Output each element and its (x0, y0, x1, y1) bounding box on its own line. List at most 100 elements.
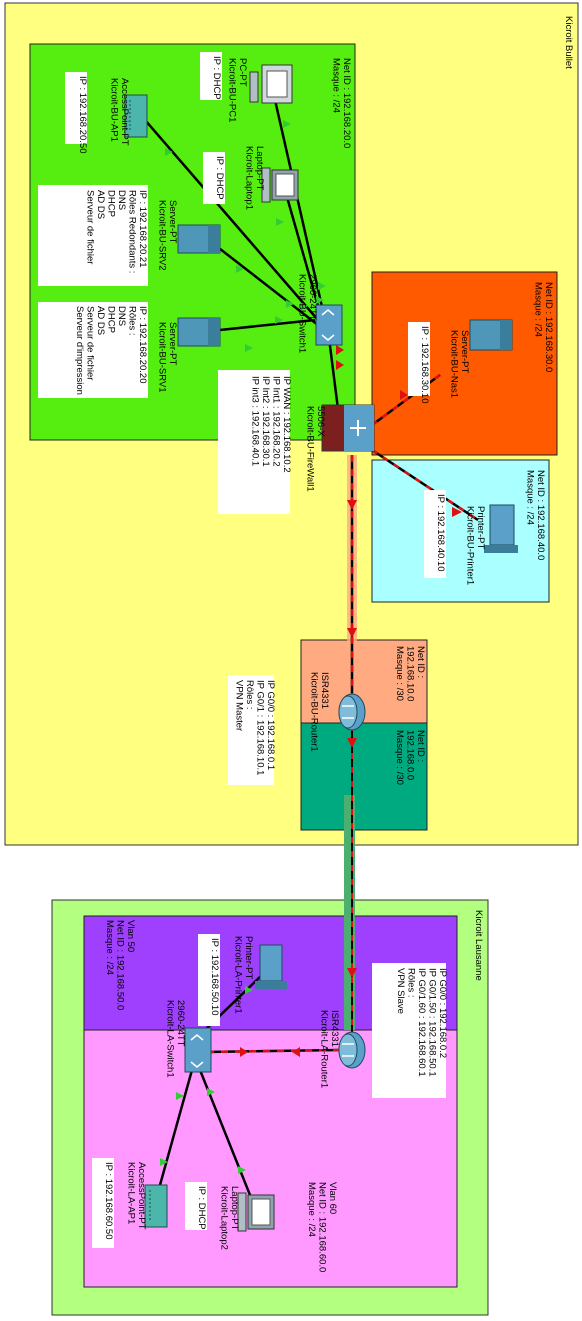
srv2-name-line-1: Server-PT (167, 200, 178, 243)
router-bu-icon[interactable] (338, 693, 366, 731)
pc1-ip: IP : DHCP (211, 56, 222, 100)
srv1-info-line-6: Serveur de fichier (85, 306, 96, 380)
printer-la-ip: IP : 192.168.50.10 (209, 938, 220, 1015)
firewall-info-line-4: IP int3 : 192.168.40.1 (250, 376, 261, 466)
site-title-bulle: Kicroit Bullet (563, 16, 574, 69)
subnet-10-label-line-3: Masque : /30 (394, 646, 405, 701)
router-bu-info-line-3: Rôles : (244, 680, 255, 710)
subnet-10-label-line-1: Net ID : (415, 646, 426, 678)
lan-links-bulle (144, 99, 342, 426)
srv2-info-line-3: DNS (116, 190, 127, 210)
printer-la-icon[interactable] (255, 944, 287, 989)
server-srv1-icon[interactable] (177, 317, 221, 347)
printer-bu-icon[interactable] (484, 504, 518, 553)
server-srv2-icon[interactable] (177, 224, 221, 254)
srv2-info-line-6: Serveur de fichier (85, 190, 96, 264)
ap1-name-line-1: AccessPoint-PT (119, 78, 130, 146)
site-title-lausanne: Kicroit Lausanne (473, 910, 484, 981)
srv2-info-line-4: DHCP (106, 190, 117, 217)
vlan-50-label-line-2: Net ID : 192.168.50.0 (115, 920, 126, 1010)
subnet-40-label-line-2: Masque : /24 (525, 470, 536, 525)
ap-la-ip: IP : 192.168.60.50 (103, 1162, 114, 1239)
router-la-info-line-5: VPN Slave (395, 968, 406, 1014)
firewall-info-line-1: IP WAN : 192.168.10.2 (281, 376, 292, 473)
ap1-name-line-2: Kicroit-BU-AP1 (109, 78, 120, 142)
router-la-info-line-4: Rôles : (406, 968, 417, 998)
router-la-info-line-3: IP G0/1.60 : 192.168.60.1 (416, 968, 427, 1077)
subnet-30-label-line-2: Masque : /24 (533, 282, 544, 337)
srv1-info-line-3: DNS (116, 306, 127, 326)
router-bu-info-line-1: IP G0/0 : 192.168.0.1 (265, 680, 276, 770)
link-status-up (160, 120, 326, 1174)
switch-la-name-line-1: 2960-24TT (175, 1000, 186, 1047)
switch-bu-name-line-1: 2960-24TT (307, 274, 318, 321)
router-bu-name-line-1: ISR4331 (319, 672, 330, 709)
firewall-info-line-3: IP Int2 : 192.168.30.1 (260, 376, 271, 467)
ap-la-name-line-1: AccessPoint-PT (136, 1162, 147, 1230)
link-router-switch-la-dash (204, 1048, 341, 1054)
laptop-icon[interactable] (261, 167, 299, 203)
vlan-60-label-line-1: Vlan 60 (327, 1182, 338, 1214)
srv2-name-line-2: Kicroit-BU-SRV2 (157, 200, 168, 271)
router-la-name-line-2: Kicroit-LA-Router1 (319, 1010, 330, 1088)
srv1-name-line-1: Server-PT (167, 322, 178, 365)
lan-40-zone (371, 459, 550, 603)
printer-la-name-line-1: Printer-PT (243, 936, 254, 979)
printer-bu-name-line-2: Kicroit-BU-Printer1 (465, 506, 476, 585)
lan-30-zone (371, 271, 558, 456)
srv2-info-line-1: IP : 192.168.20.21 (137, 190, 148, 267)
router-la-icon[interactable] (338, 1031, 366, 1069)
vpn-tunnel (344, 795, 355, 1030)
router-bu-info-line-2: IP G0/1 : 192.168.10.1 (255, 680, 266, 775)
laptop1-name-line-2: Kicroit-Laptop1 (244, 146, 255, 210)
router-bu-info-line-4: VPN Master (234, 680, 245, 731)
router-la-name-line-1: ISR4331 (329, 1010, 340, 1047)
subnet-0-label-line-1: Net ID : (415, 730, 426, 762)
srv1-info-line-5: AD DS (95, 306, 106, 335)
pc-icon[interactable] (249, 64, 293, 104)
switch-bu-name-line-2: Kicroit-BU-Switch1 (297, 274, 308, 353)
laptop1-ip: IP : DHCP (214, 156, 225, 200)
vlan-60-label-line-2: Net ID : 192.168.60.0 (317, 1182, 328, 1272)
vlan-50-label-line-1: Vlan 50 (125, 920, 136, 952)
ap-la-name-line-2: Kicroit-LA-AP1 (126, 1162, 137, 1224)
switch-la-name-line-2: Kicroit-LA-Switch1 (165, 1000, 176, 1078)
firewall-name-line-2: Kicroit-BU-FireWall1 (305, 406, 316, 492)
srv1-info-line-7: Serveur d'impression (74, 306, 85, 395)
subnet-0-label-line-3: Masque : /30 (394, 730, 405, 785)
router-la-info-line-2: IP G0/1.50 : 192.168.50.1 (427, 968, 438, 1077)
firewall-info-line-2: IP Int1 : 192.168.20.2 (271, 376, 282, 467)
access-point-la-icon[interactable] (144, 1184, 168, 1228)
subnet-30-label-line-1: Net ID : 192.168.30.0 (543, 282, 554, 372)
pc1-name-line-1: PC-PT (237, 58, 248, 87)
router-la-info-line-1: IP G0/0 : 192.168.0.2 (437, 968, 448, 1058)
switch-bu-icon[interactable] (315, 304, 343, 346)
laptop2-name-line-1: Laptop-PT (229, 1186, 240, 1231)
subnet-10-label-line-2: 192.168.10.0 (405, 646, 416, 701)
srv1-name-line-2: Kicroit-BU-SRV1 (157, 322, 168, 393)
laptop2-ip: IP : DHCP (196, 1186, 207, 1230)
subnet-20-label-line-2: Masque : /24 (331, 58, 342, 113)
pc1-name-line-2: Kicroit-BU-PC1 (227, 58, 238, 122)
printer-bu-ip: IP : 192.168.40.10 (435, 494, 446, 571)
access-point-icon[interactable] (124, 94, 148, 138)
nas-name-line-2: Kicroit-BU-Nas1 (449, 330, 460, 398)
wan-0-zone (300, 722, 428, 831)
srv2-info-line-5: AD DS (95, 190, 106, 219)
nas-server-icon[interactable] (469, 319, 513, 351)
printer-la-name-line-2: Kicroit-LA-Printer1 (233, 936, 244, 1014)
srv1-info-line-4: DHCP (106, 306, 117, 333)
switch-la-icon[interactable] (184, 1027, 212, 1073)
laptop2-icon[interactable] (237, 1192, 275, 1232)
ap1-ip: IP : 192.168.20.50 (77, 76, 88, 153)
subnet-20-label-line-1: Net ID : 192.168.20.0 (341, 58, 352, 148)
router-bu-name-line-2: Kicroit-BU-Router1 (309, 672, 320, 752)
laptop2-name-line-2: Kicroit-Laptop2 (219, 1186, 230, 1250)
firewall-icon[interactable] (321, 404, 375, 452)
srv1-info-line-2: Rôles : (127, 306, 138, 336)
link-status-down (240, 345, 462, 1057)
vlan-60-label-line-3: Masque : /24 (306, 1182, 317, 1237)
firewall-name-line-1: 5506-X (315, 406, 326, 437)
